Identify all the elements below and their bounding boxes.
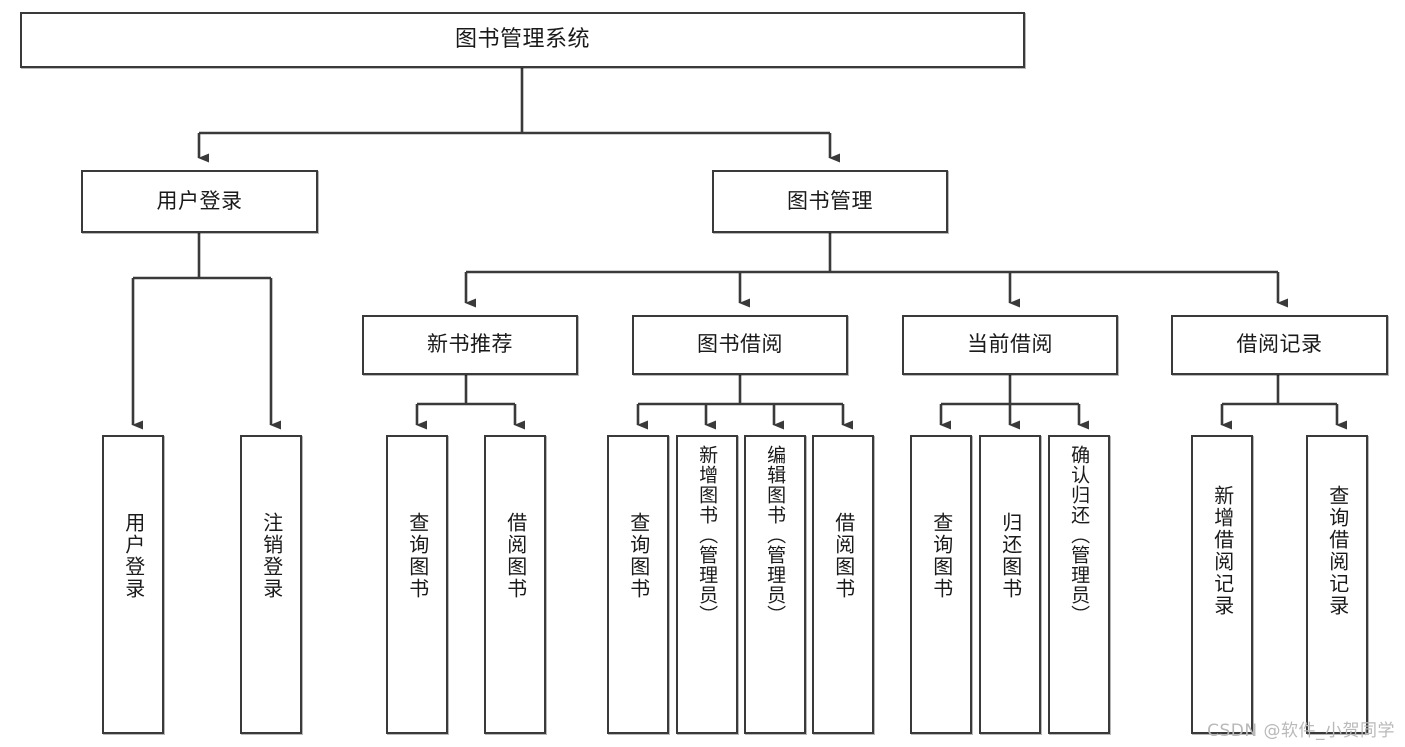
node-leaf-query-book-recommend[interactable]: 查询图书 [386, 435, 448, 734]
node-label: 新增借阅记录 [1210, 485, 1235, 617]
node-label: 查询图书 [929, 512, 954, 600]
node-label: 用户登录 [121, 512, 146, 600]
node-label: 查询图书 [405, 512, 430, 600]
node-root-book-management-system[interactable]: 图书管理系统 [20, 12, 1025, 68]
node-user-login[interactable]: 用户登录 [81, 170, 318, 233]
node-label: 借阅图书 [831, 512, 856, 600]
node-label: 借阅图书 [503, 512, 528, 600]
node-leaf-add-borrow-record[interactable]: 新增借阅记录 [1191, 435, 1253, 734]
node-current-borrowing[interactable]: 当前借阅 [902, 315, 1118, 375]
node-label: 图书借阅 [697, 332, 783, 357]
node-borrowing-records[interactable]: 借阅记录 [1171, 315, 1388, 375]
node-leaf-edit-book-admin[interactable]: 编辑图书（管理员） [744, 435, 806, 734]
node-label: 图书管理系统 [454, 26, 590, 52]
node-leaf-borrow-book-recommend[interactable]: 借阅图书 [484, 435, 546, 734]
node-book-borrowing[interactable]: 图书借阅 [632, 315, 848, 375]
node-new-book-recommendation[interactable]: 新书推荐 [362, 315, 578, 375]
node-book-management[interactable]: 图书管理 [712, 170, 948, 233]
node-label: 编辑图书（管理员） [764, 445, 787, 625]
node-label: 当前借阅 [967, 332, 1053, 357]
node-label: 注销登录 [259, 512, 284, 600]
node-label: 图书管理 [787, 188, 873, 213]
node-label: 查询借阅记录 [1325, 485, 1350, 617]
node-leaf-query-borrow-record[interactable]: 查询借阅记录 [1306, 435, 1368, 734]
node-label: 新增图书（管理员） [696, 445, 719, 625]
node-leaf-return-book[interactable]: 归还图书 [979, 435, 1041, 734]
node-leaf-confirm-return-admin[interactable]: 确认归还（管理员） [1048, 435, 1110, 734]
node-leaf-add-book-admin[interactable]: 新增图书（管理员） [676, 435, 738, 734]
node-label: 用户登录 [156, 188, 243, 213]
node-label: 新书推荐 [427, 332, 513, 357]
node-leaf-query-book-current[interactable]: 查询图书 [910, 435, 972, 734]
node-leaf-query-book-borrow[interactable]: 查询图书 [607, 435, 669, 734]
node-label: 借阅记录 [1236, 332, 1323, 357]
node-leaf-logout[interactable]: 注销登录 [240, 435, 302, 734]
node-leaf-user-login[interactable]: 用户登录 [102, 435, 164, 734]
node-label: 归还图书 [998, 512, 1023, 600]
node-leaf-borrow-book[interactable]: 借阅图书 [812, 435, 874, 734]
node-label: 确认归还（管理员） [1068, 445, 1091, 625]
csdn-watermark: CSDN @软件_小贺同学 [1207, 721, 1395, 741]
node-label: 查询图书 [626, 512, 651, 600]
